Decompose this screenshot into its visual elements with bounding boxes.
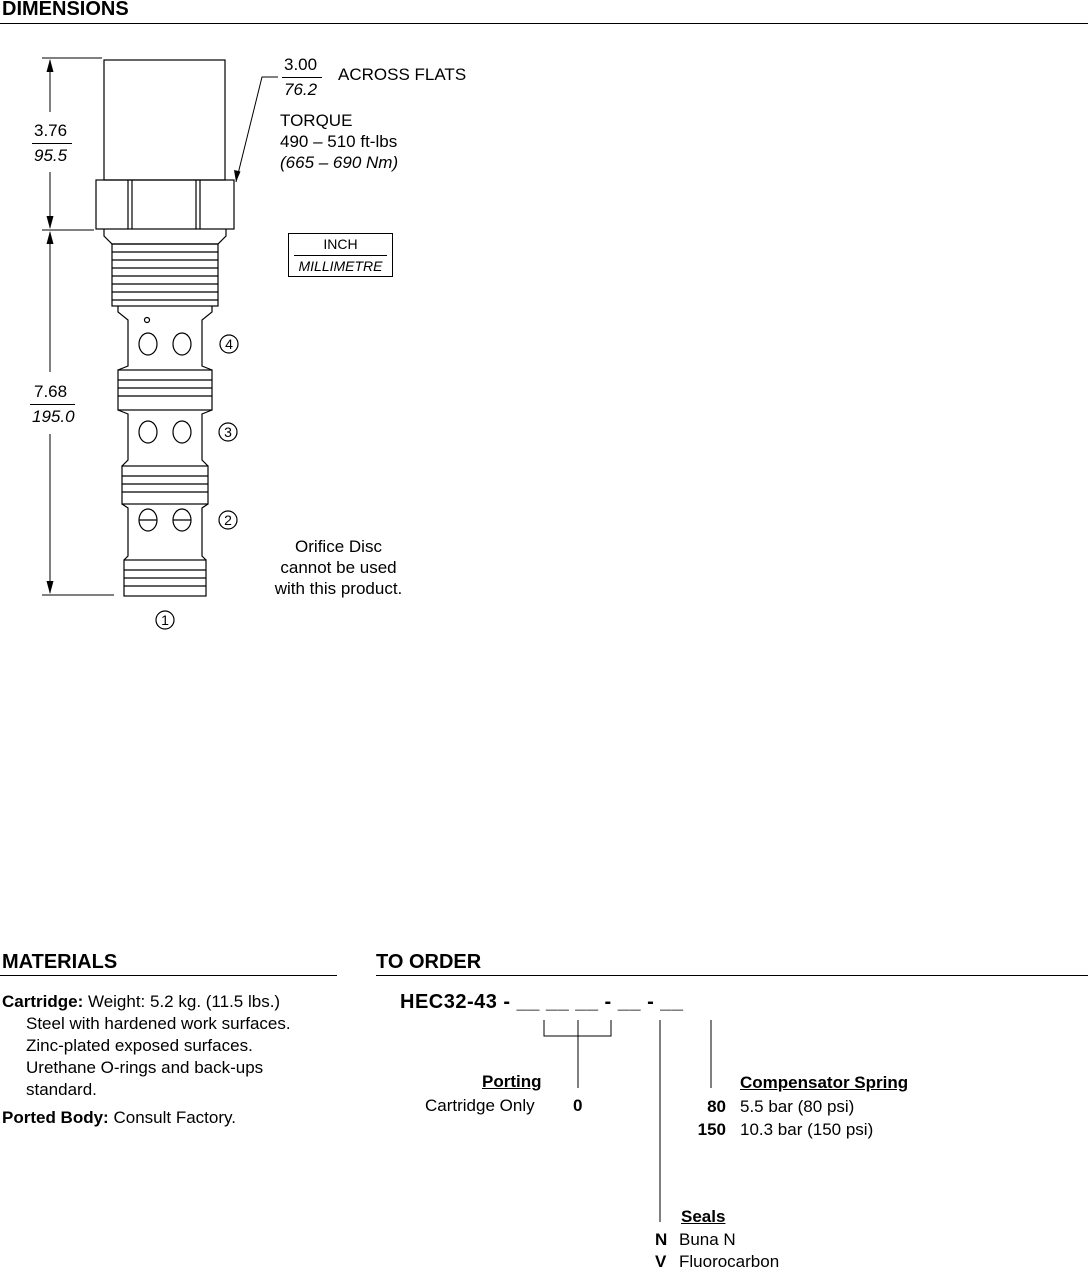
to-order-rule — [376, 975, 1088, 976]
cartridge-detail-2: Zinc-plated exposed surfaces. — [26, 1036, 253, 1055]
port-2-label: 2 — [224, 512, 232, 528]
cartridge-detail-4: standard. — [26, 1080, 97, 1099]
compensator-code-150: 150 — [697, 1120, 726, 1139]
porting-title: Porting — [482, 1072, 542, 1091]
port-4-label: 4 — [225, 336, 233, 352]
units-inch: INCH — [323, 236, 358, 252]
order-code: HEC32-43 - __ __ __ - __ - __ — [400, 991, 684, 1013]
flats-inch: 3.00 — [284, 55, 318, 74]
cartridge-detail-3: Urethane O-rings and back-ups — [26, 1058, 264, 1077]
port-2-marker — [218, 510, 238, 530]
seals-desc-v: Fluorocarbon — [679, 1252, 780, 1271]
materials-rule — [0, 975, 337, 976]
thread-section — [111, 243, 219, 307]
dim-bottom-inch: 7.68 — [34, 382, 68, 401]
compensator-title: Compensator Spring — [740, 1073, 909, 1092]
orifice-note-line-2: cannot be used — [280, 558, 397, 577]
compensator-desc-150: 10.3 bar (150 psi) — [740, 1120, 874, 1139]
seals-code-v: V — [655, 1252, 667, 1271]
flats-mm: 76.2 — [284, 80, 318, 99]
seals-code-n: N — [655, 1230, 668, 1249]
ported-body-value: Consult Factory. — [108, 1108, 236, 1127]
ported-body-line: Ported Body: Consult Factory. — [2, 1108, 236, 1128]
torque-label: TORQUE — [280, 111, 353, 130]
port-4-marker — [219, 334, 239, 354]
dimensions-rule — [0, 23, 1088, 24]
dim-top-inch: 3.76 — [34, 121, 68, 140]
cartridge-weight: Weight: 5.2 kg. (11.5 lbs.) — [83, 992, 281, 1011]
port-3-marker — [218, 422, 238, 442]
seals-title: Seals — [681, 1207, 726, 1226]
orifice-note-line-1: Orifice Disc — [295, 537, 382, 556]
to-order-heading: TO ORDER — [376, 951, 482, 973]
dimensions-heading: DIMENSIONS — [2, 0, 129, 20]
port-1-label: 1 — [161, 612, 169, 628]
compensator-code-80: 80 — [707, 1097, 726, 1116]
dim-top-mm: 95.5 — [34, 146, 68, 165]
cartridge-detail-1: Steel with hardened work surfaces. — [26, 1014, 291, 1033]
port-3-label: 3 — [224, 424, 232, 440]
cartridge-drawing: 4 3 2 1 — [42, 57, 278, 630]
seal-ring-1 — [117, 369, 213, 411]
porting-label: Cartridge Only — [425, 1096, 535, 1115]
across-flats-label: ACROSS FLATS — [338, 65, 467, 84]
port-1-marker — [155, 610, 175, 630]
torque-ftlbs: 490 – 510 ft-lbs — [280, 132, 398, 151]
torque-nm: (665 – 690 Nm) — [280, 153, 399, 172]
orifice-note-line-3: with this product. — [274, 579, 403, 598]
dim-bottom-mm: 195.0 — [32, 407, 75, 426]
materials-heading: MATERIALS — [2, 951, 118, 973]
units-legend: INCH MILLIMETRE — [288, 233, 393, 277]
cartridge-label: Cartridge: — [2, 992, 84, 1011]
compensator-desc-80: 5.5 bar (80 psi) — [740, 1097, 855, 1116]
ported-body-label: Ported Body: — [2, 1108, 109, 1127]
porting-code: 0 — [573, 1096, 583, 1115]
seals-desc-n: Buna N — [679, 1230, 736, 1249]
hex-nut — [95, 179, 235, 230]
seal-ring-2 — [121, 465, 209, 505]
cartridge-line: Cartridge: Weight: 5.2 kg. (11.5 lbs.) — [2, 992, 280, 1012]
units-mm: MILLIMETRE — [298, 258, 383, 274]
cap-cylinder — [103, 59, 226, 181]
